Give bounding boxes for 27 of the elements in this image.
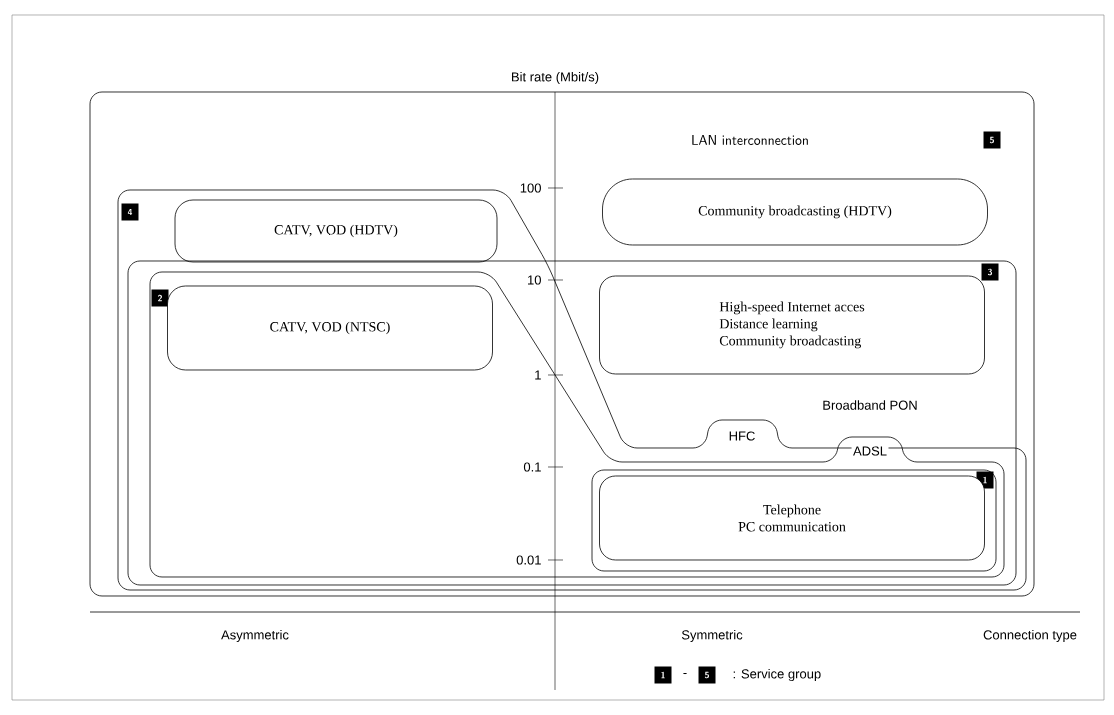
region-label: HFC — [727, 429, 757, 443]
service-box: CATV, VOD (NTSC) — [167, 285, 493, 371]
number-badge: 2 — [151, 289, 169, 307]
tick-label: 100 — [520, 183, 541, 193]
axis-category: Connection type — [983, 629, 1077, 643]
region-heading: LAN interconnection — [692, 135, 808, 145]
region-label: ADSL — [851, 444, 889, 458]
number-badge: 1 — [654, 666, 672, 684]
number-badge: 4 — [121, 203, 139, 221]
text: : Service group — [733, 668, 821, 682]
axis-category: Asymmetric — [221, 629, 289, 643]
service-region — [591, 469, 997, 572]
number-badge: 5 — [698, 666, 716, 684]
region-label: Broadband PON — [820, 398, 920, 412]
tick-label: 0.01 — [516, 555, 541, 565]
number-badge: 3 — [981, 263, 999, 281]
service-box: CATV, VOD (HDTV) — [174, 199, 498, 263]
tick-label: 1 — [535, 370, 541, 380]
axis-category: Symmetric — [681, 629, 743, 643]
number-badge: 5 — [983, 131, 1001, 149]
tick-label: 10 — [528, 275, 541, 285]
service-box: High-speed Internet acces Distance learning Community broadcasting — [599, 275, 985, 375]
service-box: Community broadcasting (HDTV) — [602, 178, 988, 246]
text: - — [683, 673, 687, 675]
service-region — [89, 91, 1035, 597]
axis-title: Bit rate (Mbit/s) — [512, 71, 599, 85]
tick-label: 0.1 — [523, 462, 541, 472]
